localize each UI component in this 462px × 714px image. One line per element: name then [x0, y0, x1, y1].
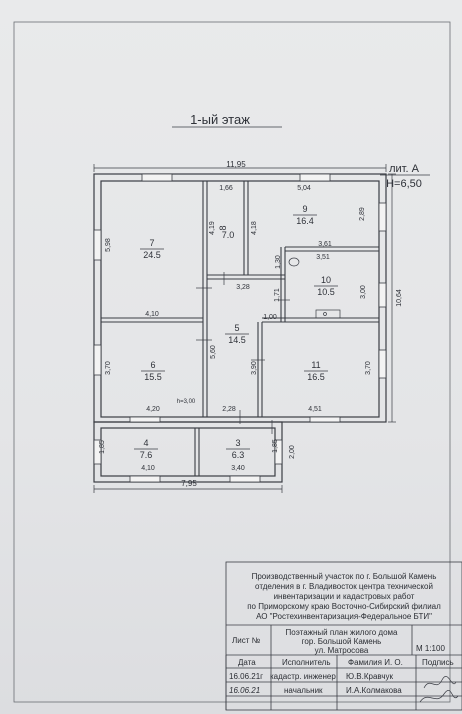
dim-1-30: 1,30 — [275, 255, 282, 269]
dim-ceiling: h=3,00 — [177, 399, 196, 405]
room-5: 5 14.5 — [225, 323, 249, 345]
dim-3-00: 3,00 — [360, 285, 367, 299]
room-9: 9 16.4 — [293, 204, 317, 226]
dim-2-28: 2,28 — [222, 406, 236, 413]
room-8-number: 8 — [218, 225, 228, 230]
dim-right-total: 10,64 — [396, 289, 403, 307]
dim-3-70-right: 3,70 — [365, 361, 372, 375]
dim-1-85-right: 1,85 — [272, 439, 279, 453]
dim-3-40: 3,40 — [231, 465, 245, 472]
col-sign: Подпись — [422, 658, 454, 667]
row1-date: 16.06.21г — [229, 672, 264, 681]
dimension-lines — [93, 164, 396, 493]
doc-line-2: гор. Большой Камень — [301, 637, 382, 646]
doors-and-fixtures — [196, 257, 341, 434]
dim-bottom-total: 7,95 — [181, 479, 197, 488]
windows — [93, 173, 387, 483]
document-title: Поэтажный план жилого дома гор. Большой … — [271, 628, 412, 655]
dimension-labels: 11,95 5,98 1,66 5,04 4,19 4,18 2,89 3,61… — [99, 160, 403, 488]
page-frame — [13, 21, 451, 703]
dim-4-10-top: 4,10 — [145, 311, 159, 318]
doc-line-3: ул. Матросова — [314, 646, 369, 655]
dim-4-51: 4,51 — [308, 406, 322, 413]
signature-1 — [423, 676, 457, 689]
row1-role: кадастр. инженер — [270, 672, 336, 681]
title-block-grid — [225, 561, 462, 711]
org-line-1: Производственный участок по г. Большой К… — [251, 572, 437, 581]
dim-1-71: 1,71 — [274, 288, 281, 302]
org-line-3: инвентаризации и кадастровых работ — [273, 592, 415, 601]
org-line-5: АО "Ростехинвентаризация-Федеральное БТИ… — [256, 612, 432, 621]
doc-line-1: Поэтажный план жилого дома — [285, 628, 398, 637]
room-10-area: 10.5 — [317, 287, 335, 297]
dim-5-60: 5,60 — [210, 345, 217, 359]
room-labels: 7 24.5 8 7.0 9 16.4 10 10.5 5 14.5 6 15.… — [134, 204, 338, 460]
dim-1-00: 1,00 — [263, 314, 277, 321]
dim-1-85-left: 1,85 — [99, 440, 106, 454]
dim-4-18: 4,18 — [251, 221, 258, 235]
room-11-area: 16.5 — [307, 372, 325, 382]
dim-3-28: 3,28 — [236, 284, 250, 291]
col-role: Исполнитель — [282, 658, 331, 667]
dim-4-19: 4,19 — [209, 221, 216, 235]
dim-3-51: 3,51 — [316, 254, 330, 261]
room-7-number: 7 — [149, 238, 154, 248]
room-4-number: 4 — [143, 438, 148, 448]
dim-2-89: 2,89 — [359, 207, 366, 221]
room-7: 7 24.5 — [140, 238, 164, 260]
height-label: H=6,50 — [386, 178, 422, 190]
row2-name: И.А.Колмакова — [346, 686, 402, 695]
org-line-2: отделения в г. Владивосток центра технич… — [255, 582, 433, 591]
row2-date: 16.06.21 — [229, 686, 261, 695]
room-9-number: 9 — [302, 204, 307, 214]
dim-top-total: 11,95 — [226, 160, 246, 169]
outer-walls — [93, 173, 387, 483]
room-8-area: 7.0 — [222, 230, 235, 240]
room-5-area: 14.5 — [228, 335, 246, 345]
room-6-number: 6 — [150, 360, 155, 370]
room-6: 6 15.5 — [141, 360, 165, 382]
room-6-area: 15.5 — [144, 372, 162, 382]
dim-4-10-bottom: 4,10 — [141, 465, 155, 472]
col-name: Фамилия И. О. — [348, 658, 403, 667]
room-4-area: 7.6 — [140, 450, 153, 460]
room-4: 4 7.6 — [134, 438, 158, 460]
room-10-number: 10 — [321, 275, 331, 285]
dim-2-00: 2,00 — [289, 445, 296, 459]
dim-3-90: 3,90 — [251, 361, 258, 375]
dim-5-04: 5,04 — [297, 185, 311, 192]
inner-walls — [101, 181, 379, 476]
dim-1-66: 1,66 — [219, 185, 233, 192]
org-line-4: по Приморскому краю Восточно-Сибирский ф… — [247, 602, 441, 611]
room-11-number: 11 — [311, 360, 320, 370]
col-date: Дата — [238, 658, 256, 667]
dim-3-70-left: 3,70 — [105, 361, 112, 375]
room-10: 10 10.5 — [314, 275, 338, 297]
row1-name: Ю.В.Кравчук — [346, 672, 393, 681]
organization-block: Производственный участок по г. Большой К… — [226, 572, 462, 622]
row2-role: начальник — [284, 686, 323, 695]
room-7-area: 24.5 — [143, 250, 161, 260]
sheet-number-label: Лист № — [232, 636, 261, 645]
dim-left-top: 5,98 — [105, 238, 112, 252]
dim-3-61: 3,61 — [318, 241, 332, 248]
room-3-number: 3 — [235, 438, 240, 448]
letter-label: лит. А — [389, 163, 419, 175]
room-8: 8 7.0 — [218, 225, 234, 240]
scale-label: М 1:100 — [416, 644, 445, 653]
floor-title: 1-ый этаж — [190, 112, 250, 127]
room-9-area: 16.4 — [296, 216, 314, 226]
dim-4-20: 4,20 — [146, 406, 160, 413]
room-5-number: 5 — [234, 323, 239, 333]
room-11: 11 16.5 — [304, 360, 328, 382]
room-3: 3 6.3 — [226, 438, 250, 460]
room-3-area: 6.3 — [232, 450, 245, 460]
signature-2 — [419, 690, 459, 703]
